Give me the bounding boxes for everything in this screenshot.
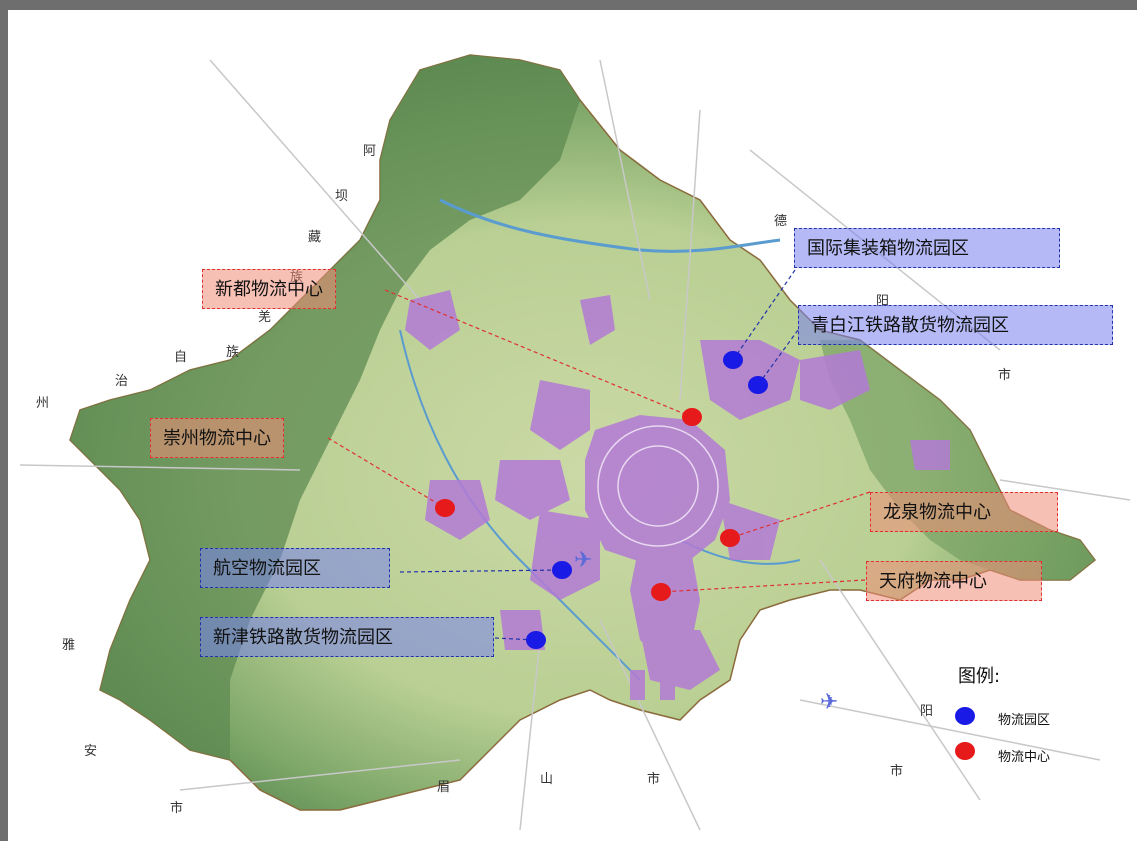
place-char: 山 bbox=[540, 772, 554, 787]
place-char: 德 bbox=[774, 214, 788, 229]
top-border bbox=[0, 0, 1137, 10]
label-longquan: 龙泉物流中心 bbox=[870, 492, 1058, 532]
legend-park-swatch bbox=[955, 707, 975, 725]
center-dot-xindu bbox=[682, 408, 702, 426]
label-guoji: 国际集装箱物流园区 bbox=[794, 228, 1060, 268]
place-char: 自 bbox=[174, 350, 188, 365]
label-hangkong: 航空物流园区 bbox=[200, 548, 390, 588]
airport-icon: ✈ bbox=[820, 690, 839, 715]
park-dot-xinjin bbox=[526, 631, 546, 649]
legend-center-label: 物流中心 bbox=[998, 750, 1051, 765]
place-char: 市 bbox=[998, 368, 1012, 383]
place-char: 雅 bbox=[62, 638, 76, 653]
place-char: 市 bbox=[647, 772, 661, 787]
place-char: 治 bbox=[115, 374, 129, 389]
place-char: 阿 bbox=[363, 144, 377, 159]
place-char: 市 bbox=[890, 764, 904, 779]
ring-roads bbox=[597, 425, 719, 547]
place-char: 市 bbox=[170, 801, 184, 816]
legend-park-label: 物流园区 bbox=[998, 713, 1051, 728]
legend-title: 图例: bbox=[958, 666, 1001, 687]
river bbox=[439, 198, 781, 253]
park-dot-guoji bbox=[723, 351, 743, 369]
river bbox=[399, 329, 641, 681]
label-qingbaijiang: 青白江铁路散货物流园区 bbox=[798, 305, 1113, 345]
label-tianfu: 天府物流中心 bbox=[866, 561, 1042, 601]
place-char: 藏 bbox=[308, 230, 322, 245]
left-border bbox=[0, 0, 8, 841]
park-dot-qingbaijiang bbox=[748, 376, 768, 394]
center-dot-tianfu bbox=[651, 583, 671, 601]
center-dot-chongzhou bbox=[435, 499, 455, 517]
airport-icon: ✈ bbox=[574, 548, 593, 573]
park-dot-hangkong bbox=[552, 561, 572, 579]
place-char: 阳 bbox=[920, 704, 934, 719]
label-chongzhou: 崇州物流中心 bbox=[150, 418, 284, 458]
label-xindu: 新都物流中心 bbox=[202, 269, 336, 309]
place-char: 州 bbox=[36, 396, 50, 411]
legend-center-swatch bbox=[955, 742, 975, 760]
place-char: 羌 bbox=[258, 310, 272, 325]
place-char: 坝 bbox=[335, 189, 349, 204]
label-xinjin: 新津铁路散货物流园区 bbox=[200, 617, 494, 657]
place-char: 眉 bbox=[437, 780, 451, 795]
western-mountains bbox=[70, 55, 580, 760]
center-dot-longquan bbox=[720, 529, 740, 547]
place-char: 族 bbox=[226, 345, 240, 360]
leader-lines bbox=[327, 269, 871, 641]
place-char: 安 bbox=[84, 744, 98, 759]
